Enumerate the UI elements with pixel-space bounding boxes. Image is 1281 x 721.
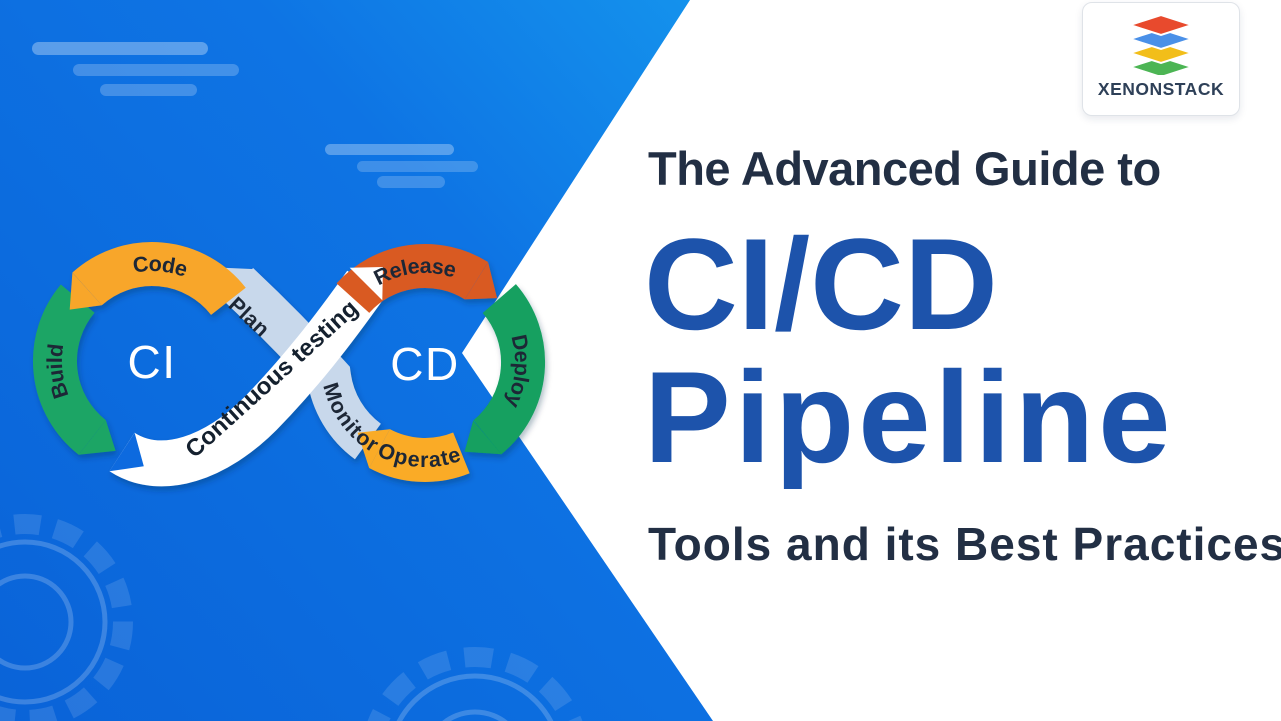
stage-arc-operate <box>369 428 470 482</box>
headline-title-line1: CI/CD <box>644 211 998 357</box>
stage-arrowhead-code <box>69 272 102 310</box>
ribbon-arrowhead <box>349 267 383 301</box>
white-wedge <box>462 0 1281 721</box>
cloud-icon <box>32 42 239 96</box>
cloud-icon <box>325 144 478 188</box>
stage-arrowhead-build <box>78 420 116 455</box>
stage-arc-deploy <box>472 284 545 455</box>
stage-arc-build <box>32 284 107 455</box>
xenonstack-logo-icon <box>1126 13 1196 75</box>
stage-arrowhead-release <box>464 262 498 300</box>
ci-label: CI <box>128 336 177 388</box>
stage-arc-code <box>72 242 246 316</box>
brand-card: XENONSTACK <box>1082 2 1240 116</box>
stage-arc-plan-monitor <box>222 267 382 460</box>
stage-arrowhead-deploy <box>464 420 502 455</box>
ribbon-tail-notch <box>109 432 144 472</box>
cd-label: CD <box>390 338 459 390</box>
brand-wordmark: XENONSTACK <box>1097 79 1225 99</box>
headline-title-line2: Pipeline <box>644 344 1175 490</box>
stage-arc-release <box>336 243 489 314</box>
stage-arrowhead-operate <box>357 429 390 469</box>
headline-subtitle: Tools and its Best Practices <box>648 518 1281 570</box>
gear-icon <box>0 514 133 721</box>
continuous-testing-ribbon <box>109 270 385 487</box>
gear-icon <box>367 647 583 721</box>
headline-eyebrow: The Advanced Guide to <box>648 142 1161 195</box>
